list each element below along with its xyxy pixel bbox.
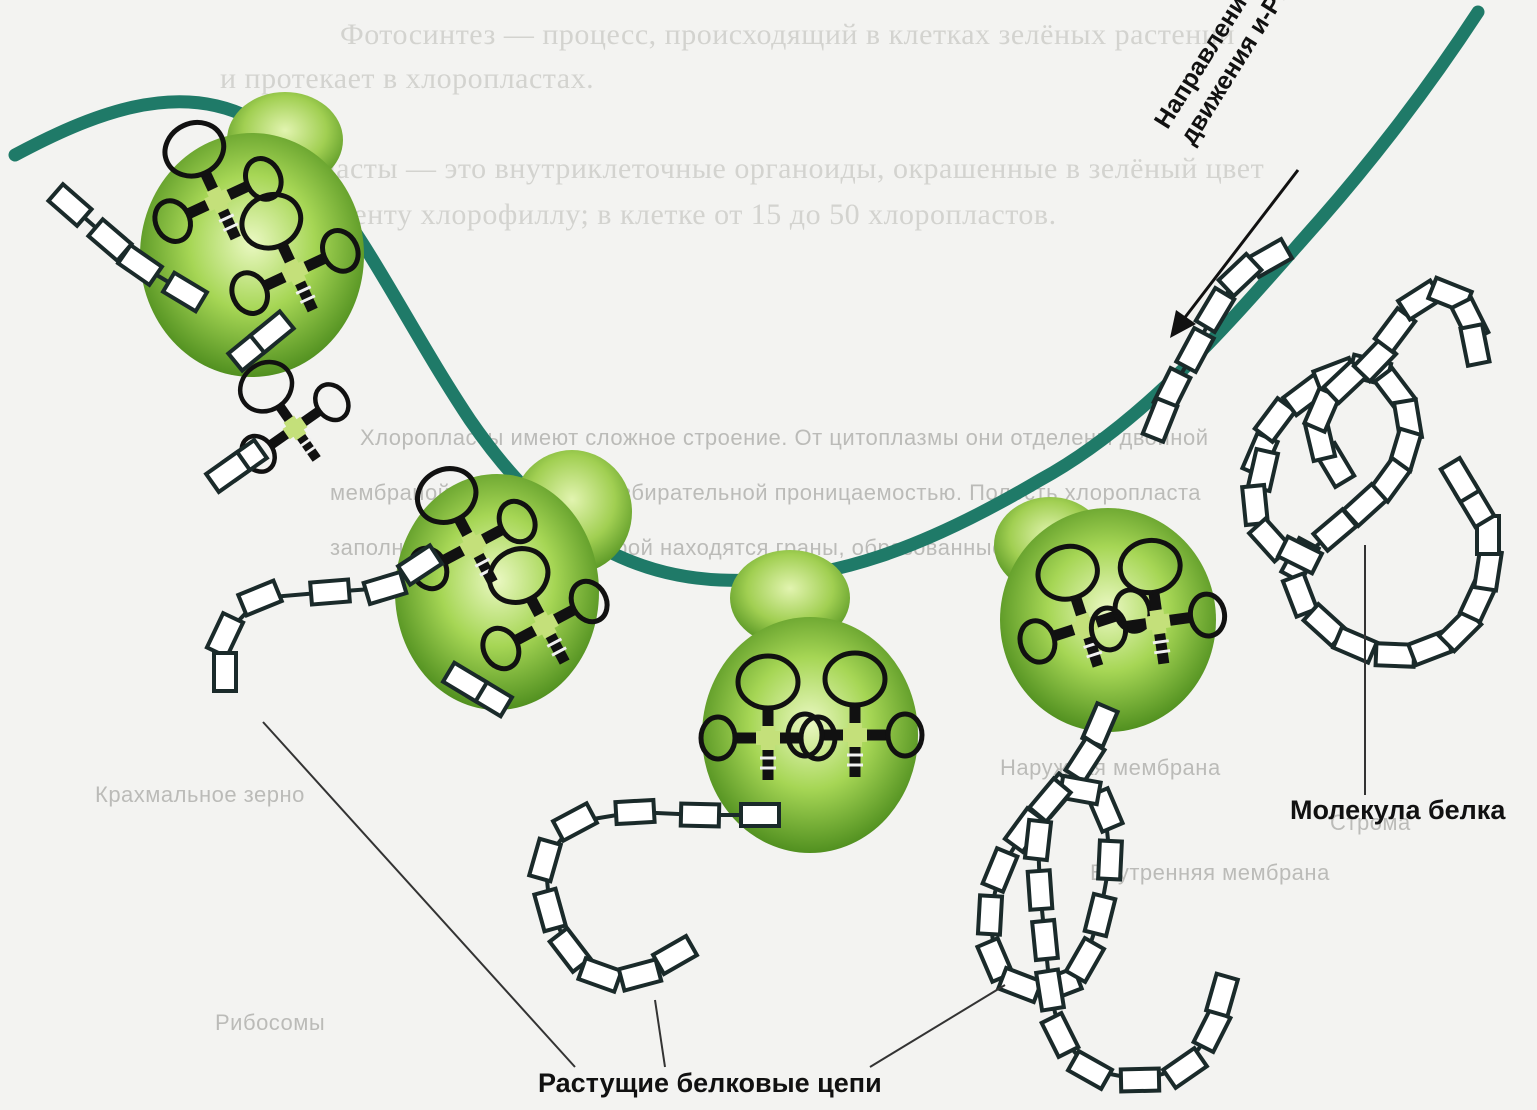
amino-acid-link: [550, 800, 600, 844]
amino-acid-link: [1160, 1045, 1210, 1091]
amino-acid-link: [1275, 533, 1325, 577]
protein-molecule-label: Молекула белка: [1290, 795, 1506, 825]
amino-acid-link: [308, 577, 352, 607]
amino-acid-link: [531, 886, 569, 934]
amino-acid-link: [235, 578, 285, 618]
amino-acid-link: [395, 542, 445, 588]
background-text-label: Наружная мембрана: [1000, 755, 1221, 780]
amino-acid-link: [575, 955, 625, 995]
arrow-icon: [1170, 169, 1300, 338]
amino-acid-link: [1280, 570, 1320, 620]
protein-chains: [45, 181, 1505, 1094]
amino-acid-link: [650, 933, 700, 977]
ribosome: [994, 497, 1230, 732]
amino-acid-link: [45, 181, 95, 229]
amino-acid-link: [1458, 321, 1492, 369]
amino-acid-link: [203, 449, 253, 495]
amino-acid-link: [1063, 935, 1107, 985]
background-text-line: Фотосинтез — процесс, происходящий в кле…: [340, 18, 1235, 51]
amino-acid-link: [979, 845, 1021, 895]
amino-acid-link: [1082, 891, 1118, 939]
background-text-label: Внутренняя мембрана: [1090, 860, 1330, 885]
amino-acid-link: [1330, 624, 1380, 666]
amino-acid-link: [115, 242, 165, 288]
amino-acid-link: [160, 270, 210, 314]
amino-acid-link: [1193, 285, 1237, 335]
amino-acid-link: [616, 957, 664, 993]
amino-acid-link: [1215, 251, 1265, 299]
growing-chains-label: Растущие белковые цепи: [538, 1068, 882, 1098]
amino-acid-link: [1173, 325, 1217, 375]
background-text-label: Рибосомы: [215, 1010, 326, 1035]
background-text-label: Крахмальное зерно: [95, 782, 305, 807]
amino-acid-link: [1033, 967, 1067, 1013]
amino-acid-link: [613, 797, 657, 827]
ribosome: [123, 92, 374, 377]
amino-acid-link: [739, 802, 781, 828]
amino-acid-link: [212, 651, 238, 693]
background-text-line: и протекает в хлоропластах.: [220, 62, 595, 95]
amino-acid-link: [1025, 868, 1055, 912]
background-text-line: Хлоропласты — это внутриклеточные органо…: [220, 152, 1265, 185]
amino-acid-link: [204, 610, 246, 660]
leader-lines: [262, 545, 1366, 1068]
ribosome: [375, 441, 632, 710]
amino-acid-link: [1310, 506, 1360, 554]
amino-acid-link: [1029, 917, 1061, 963]
amino-acid-link: [361, 569, 409, 607]
amino-acid-link: [1140, 395, 1180, 445]
amino-acid-link: [1203, 971, 1241, 1019]
amino-acid-link: [1026, 775, 1074, 825]
amino-acid-link: [1118, 1066, 1162, 1094]
amino-acid-link: [526, 836, 564, 884]
amino-acid-link: [440, 660, 490, 704]
amino-acid-link: [1065, 1048, 1115, 1092]
amino-acid-link: [1096, 838, 1124, 882]
background-text-line: Хлоропласты имеют сложное строение. От ц…: [360, 425, 1209, 450]
amino-acid-link: [247, 308, 297, 356]
amino-acid-link: [678, 801, 722, 829]
amino-acid-link: [1038, 1010, 1082, 1060]
background-text-label: Строма: [1330, 810, 1411, 835]
amino-acid-link: [1438, 455, 1482, 505]
ribosome: [701, 550, 922, 853]
amino-acid-link: [1022, 817, 1054, 863]
amino-acid-link: [975, 893, 1005, 937]
